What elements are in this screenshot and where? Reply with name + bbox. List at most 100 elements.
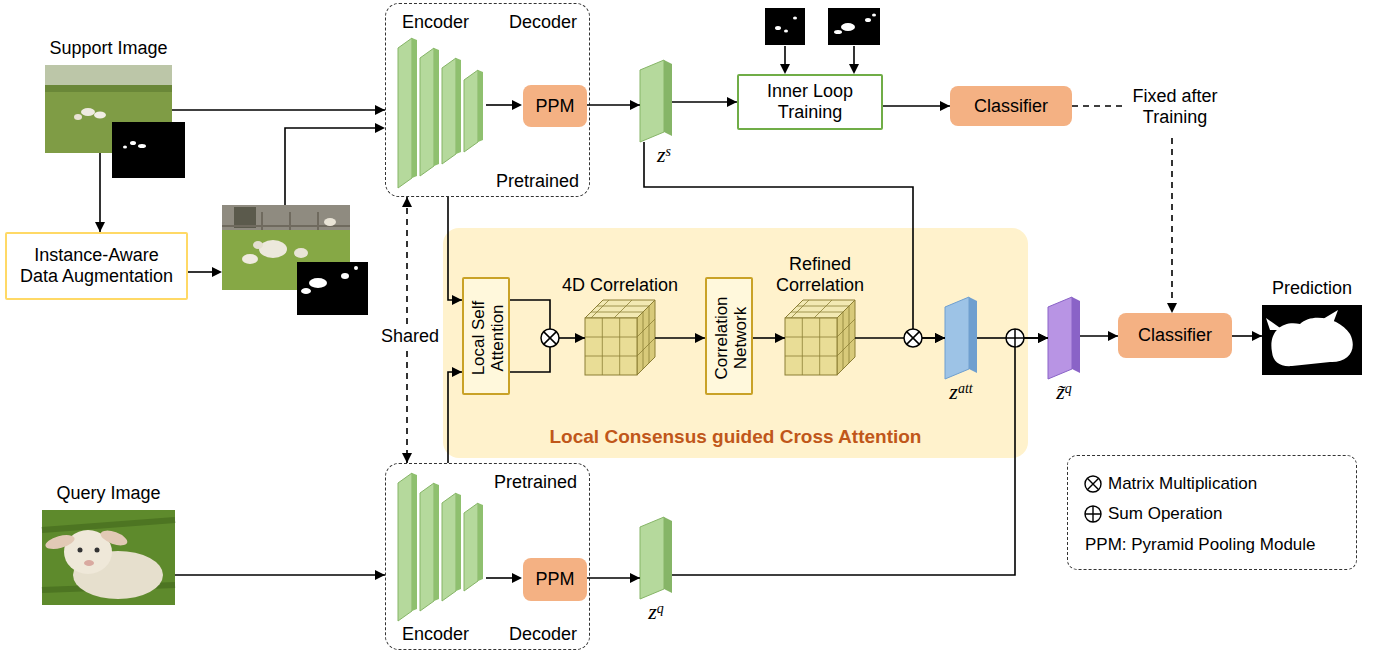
- module-box: PPM: [523, 85, 587, 127]
- box-label: Encoder: [402, 12, 469, 33]
- box-label: Instance-Aware Data Augmentation: [17, 245, 177, 287]
- connector: [175, 570, 385, 580]
- legend-entry: Matrix Multiplication: [1108, 473, 1257, 494]
- flow-arrow-part: [212, 267, 222, 277]
- connector-line: [99, 153, 101, 232]
- mask-thumbnail: [765, 8, 880, 45]
- augmented-photo-part: [222, 212, 350, 230]
- flow-arrow-part: [188, 271, 213, 273]
- mask-thumbnail-part: [775, 26, 781, 30]
- image-caption: Query Image: [0, 483, 255, 504]
- arrow-head: [1038, 333, 1048, 343]
- connector: [1080, 331, 1118, 341]
- feature-map: zq: [640, 517, 672, 599]
- connector: [1072, 106, 1177, 313]
- support-photo-part: [94, 112, 106, 119]
- edge-label: Shared: [378, 326, 442, 347]
- feature-map: zatt: [945, 297, 977, 379]
- arrow-head: [95, 222, 105, 232]
- support-mask-part: [123, 146, 127, 149]
- classifier-box: Classifier: [950, 86, 1072, 126]
- connector-line: [883, 105, 950, 107]
- text-slot: 4D Correlation: [515, 275, 725, 296]
- connector-line: [977, 337, 1006, 339]
- encoder-slabs-part: [464, 503, 478, 591]
- encoder-slabs-part: [434, 48, 439, 166]
- connector-line: [644, 142, 913, 329]
- augmented-mask-part: [341, 273, 349, 279]
- text-slot: Decoder: [509, 624, 577, 645]
- support-mask-part: [112, 122, 185, 178]
- flow-arrow-part: [853, 46, 855, 65]
- legend-sum-symbol-part: [1085, 506, 1101, 522]
- query-photo-part: [44, 532, 76, 551]
- feature-map-side: [969, 297, 977, 373]
- encoder-slabs-part: [456, 58, 461, 154]
- math-symbol: z: [648, 599, 657, 624]
- box-label: Encoder: [402, 624, 469, 645]
- correlation-cube: Refined Correlation: [785, 300, 855, 375]
- prediction-mask-part: [1266, 310, 1338, 330]
- mask-thumbnail-part: [834, 30, 842, 34]
- vertical-box: Correlation Network: [705, 277, 753, 395]
- mask-thumbnail-part: [828, 8, 880, 45]
- box-label: PPM: [535, 569, 574, 590]
- encoder-slabs-part: [412, 473, 417, 611]
- encoder-slabs-part: [420, 483, 434, 611]
- encoder-slabs: [398, 38, 483, 621]
- connector-line: [510, 347, 550, 372]
- support-photo-part: [45, 65, 172, 87]
- edge-label: Fixed after Training: [1122, 86, 1228, 128]
- encoder-slabs-part: [464, 70, 478, 152]
- legend-entry: Sum Operation: [1108, 503, 1222, 524]
- connector: [644, 142, 945, 343]
- connector: [883, 101, 950, 111]
- mask-thumbnail-part: [865, 18, 871, 22]
- text-slot: Support Image: [0, 38, 252, 59]
- cube-grid: [585, 300, 655, 375]
- arrow-head: [1108, 331, 1118, 341]
- augmented-photo-part: [242, 254, 258, 264]
- box-label: Decoder: [509, 12, 577, 33]
- connector-line: [175, 574, 385, 576]
- text-slot: Encoder: [402, 624, 469, 645]
- arrow-head: [630, 573, 640, 583]
- box-label: Pretrained: [494, 472, 577, 493]
- vertical-box: Local Self Attention: [462, 277, 510, 395]
- flow-arrow: [780, 46, 859, 74]
- box-label: Inner Loop Training: [748, 81, 873, 123]
- band-title: Local Consensus guided Cross Attention: [443, 426, 1028, 448]
- augmented-mask-part: [297, 262, 368, 315]
- augmented-mask-part: [354, 266, 358, 270]
- encoder-slabs-part: [456, 493, 461, 591]
- encoder-slabs-part: [398, 38, 412, 188]
- feature-map-shape: [945, 297, 977, 379]
- text-slot: Encoder: [402, 12, 469, 33]
- connector: [855, 333, 945, 343]
- arrow-head: [1252, 331, 1262, 341]
- encoder-slabs-part: [420, 48, 434, 176]
- math-symbol: z: [949, 379, 958, 404]
- flow-arrow-part: [285, 128, 376, 205]
- augmented-photo-part: [253, 241, 263, 249]
- multiply-symbol: [541, 329, 559, 347]
- arrow-head: [727, 97, 737, 107]
- feature-map-shape: [1048, 297, 1080, 379]
- query-photo-part: [99, 528, 129, 549]
- multiply-symbol-part: [907, 332, 920, 345]
- text-slot: Shared: [340, 326, 480, 347]
- multiply-symbol-part: [544, 332, 557, 345]
- encoder-slabs-part: [442, 58, 456, 164]
- multiply-symbol-part: [904, 329, 922, 347]
- query-photo-part: [78, 548, 83, 553]
- math-superscript: att: [958, 381, 973, 396]
- connector: [510, 300, 585, 372]
- prediction-mask-part: [1262, 305, 1362, 375]
- text-slot: zs: [618, 144, 710, 166]
- arrow-head: [452, 295, 462, 305]
- sum-symbol: [1006, 329, 1024, 347]
- image-caption: Prediction: [1182, 278, 1374, 299]
- feature-map-side: [664, 517, 672, 593]
- connector-line: [448, 372, 462, 463]
- cube-face: [837, 300, 855, 375]
